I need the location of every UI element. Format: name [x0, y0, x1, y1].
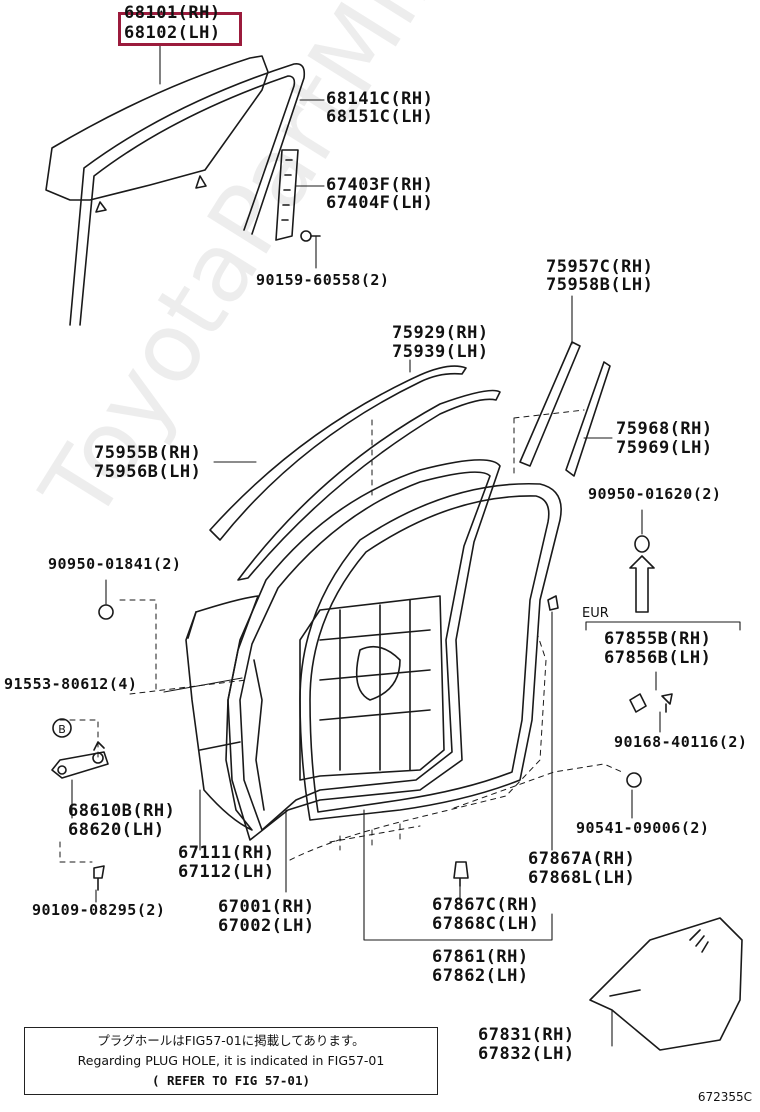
label-91553-80612[interactable]: 91553-80612(4)	[4, 675, 138, 693]
door-weatherstrip	[299, 482, 562, 821]
label-67856b[interactable]: 67856B(LH)	[604, 648, 712, 668]
label-67867c[interactable]: 67867C(RH)	[432, 895, 540, 915]
note-line-jp: プラグホールはFIG57-01に掲載してあります。	[97, 1033, 365, 1048]
b-marker: B	[58, 723, 66, 736]
label-67403f[interactable]: 67403F(RH)	[326, 175, 434, 195]
door-panel-outer	[185, 595, 259, 831]
label-67867a[interactable]: 67867A(RH)	[528, 849, 636, 869]
eur-label: EUR	[582, 606, 609, 621]
label-67831[interactable]: 67831(RH)	[478, 1025, 575, 1045]
note-line-ref[interactable]: ( REFER TO FIG 57-01)	[151, 1073, 311, 1088]
label-90541-09006[interactable]: 90541-09006(2)	[576, 819, 710, 837]
label-67868c[interactable]: 67868C(LH)	[432, 914, 540, 934]
label-67112[interactable]: 67112(LH)	[178, 862, 275, 882]
label-67861[interactable]: 67861(RH)	[432, 947, 529, 967]
label-67111[interactable]: 67111(RH)	[178, 843, 275, 863]
label-90950-01841[interactable]: 90950-01841(2)	[48, 555, 182, 573]
label-75939[interactable]: 75939(LH)	[392, 342, 489, 362]
label-75955b[interactable]: 75955B(RH)	[94, 443, 202, 463]
label-68620[interactable]: 68620(LH)	[68, 820, 165, 840]
label-75958b[interactable]: 75958B(LH)	[546, 275, 654, 295]
label-67855b[interactable]: 67855B(RH)	[604, 629, 712, 649]
door-check	[51, 741, 109, 779]
highlight-box	[118, 12, 242, 46]
label-68102[interactable]: 68102(LH)	[124, 23, 221, 43]
division-bar	[275, 149, 321, 242]
figure-number: 672355C	[697, 1090, 752, 1104]
plug-hole-note: プラグホールはFIG57-01に掲載してあります。 Regarding PLUG…	[24, 1027, 438, 1095]
label-68141c[interactable]: 68141C(RH)	[326, 89, 434, 109]
label-75957c[interactable]: 75957C(RH)	[546, 257, 654, 277]
label-67868l[interactable]: 67868L(LH)	[528, 868, 636, 888]
leader-lines	[71, 45, 741, 1047]
side-mouldings	[519, 341, 611, 477]
glass-run	[69, 62, 306, 326]
service-hole-cover	[589, 917, 743, 1051]
label-90168-40116[interactable]: 90168-40116(2)	[614, 733, 748, 751]
belt-moulding-upper	[209, 365, 501, 581]
door-glass	[45, 55, 269, 213]
label-75929[interactable]: 75929(RH)	[392, 323, 489, 343]
label-67862[interactable]: 67862(LH)	[432, 966, 529, 986]
label-90109-08295[interactable]: 90109-08295(2)	[32, 901, 166, 919]
label-67832[interactable]: 67832(LH)	[478, 1044, 575, 1064]
label-90950-01620[interactable]: 90950-01620(2)	[588, 485, 722, 503]
label-67404f[interactable]: 67404F(LH)	[326, 193, 434, 213]
label-67001[interactable]: 67001(RH)	[218, 897, 315, 917]
label-68610b[interactable]: 68610B(RH)	[68, 801, 176, 821]
door-frame	[227, 459, 501, 841]
label-68151c[interactable]: 68151C(LH)	[326, 107, 434, 127]
label-75956b[interactable]: 75956B(LH)	[94, 462, 202, 482]
label-67002[interactable]: 67002(LH)	[218, 916, 315, 936]
label-90159-60558[interactable]: 90159-60558(2)	[256, 271, 390, 289]
label-75968[interactable]: 75968(RH)	[616, 419, 713, 439]
note-line-en: Regarding PLUG HOLE, it is indicated in …	[77, 1053, 385, 1068]
small-parts	[52, 535, 673, 891]
dashed-lines	[59, 409, 623, 863]
label-75969[interactable]: 75969(LH)	[616, 438, 713, 458]
label-68101[interactable]: 68101(RH)	[124, 3, 221, 23]
